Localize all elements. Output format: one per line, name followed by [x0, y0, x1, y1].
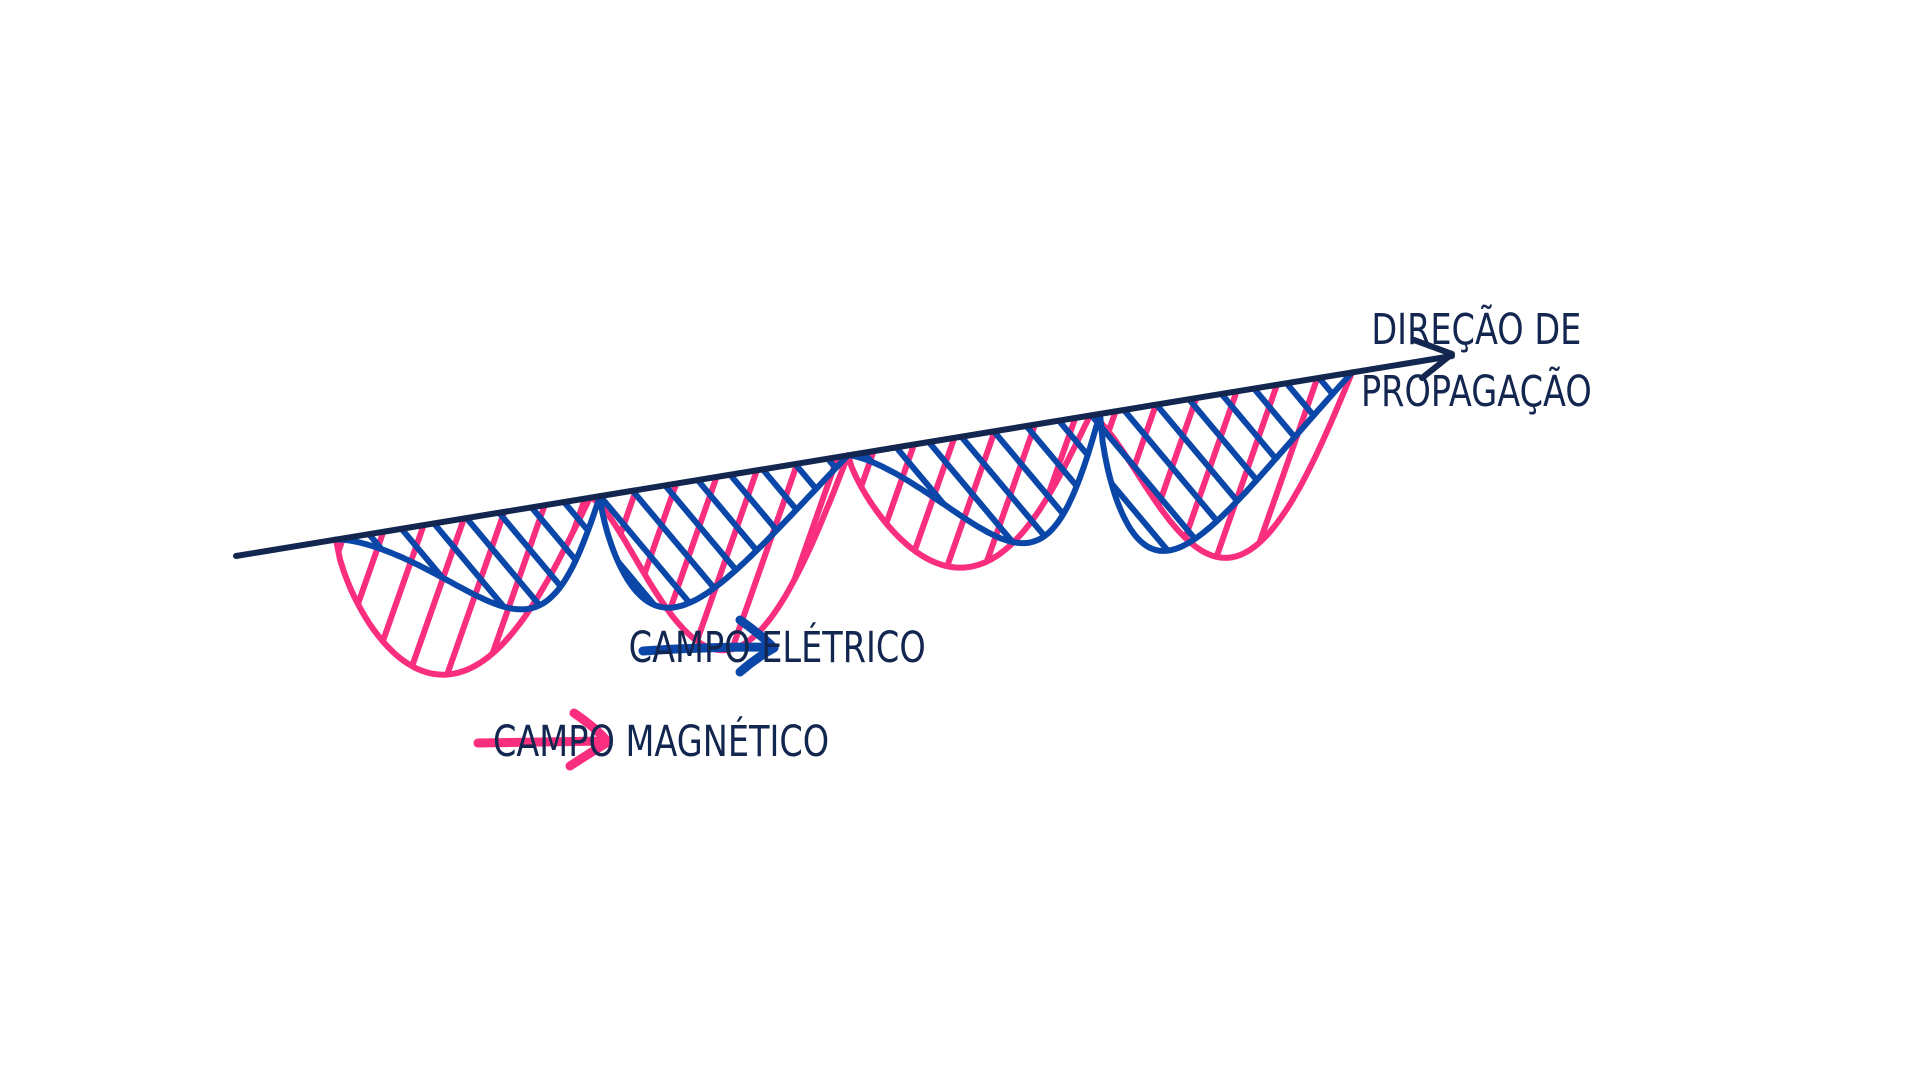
- hatch-line: [848, 372, 1352, 551]
- hatch-line: [336, 496, 534, 610]
- hatch-line: [590, 455, 807, 651]
- hatch-line: [600, 455, 848, 608]
- hatch-line: [600, 455, 848, 608]
- hatch-line: [848, 372, 1069, 568]
- hatch-line: [336, 497, 493, 675]
- hatch-line: [240, 120, 500, 860]
- hatch-line: [336, 497, 379, 675]
- hatch-line: [336, 496, 423, 610]
- hatch-line: [1221, 372, 1352, 568]
- hatch-line: [845, 455, 848, 651]
- hatch-line: [955, 372, 1221, 568]
- hatch-line: [848, 372, 1319, 551]
- legend-electric-field: CAMPO ELÉTRICO: [629, 615, 926, 677]
- hatch-line: [1063, 372, 1352, 551]
- electric-field-wave: [333, 120, 1920, 860]
- hatch-line: [600, 455, 848, 608]
- hatch-line: [848, 372, 1107, 568]
- hatch-line: [848, 372, 1245, 551]
- hatch-line: [1335, 372, 1352, 568]
- propagation-arrowhead: [1411, 337, 1455, 381]
- hatch-line: [336, 496, 497, 610]
- hatch-line: [1069, 372, 1335, 568]
- hatch-line: [40, 120, 300, 860]
- hatch-line: [1100, 372, 1352, 551]
- hatch-line: [848, 372, 1352, 551]
- electric-field-outline: [333, 369, 1355, 613]
- magnetic-field-label: CAMPO MAGNÉTICO: [493, 715, 829, 767]
- hatch-line: [807, 455, 848, 651]
- hatch-line: [993, 372, 1259, 568]
- propagation-label-line-2: PROPAGAÇÃO: [1361, 365, 1592, 417]
- hatch-line: [1322, 372, 1352, 551]
- hatch-line: [336, 496, 460, 610]
- electric-field-legend-arrow: [638, 615, 779, 677]
- hatch-line: [1137, 372, 1352, 551]
- hatch-line: [1297, 372, 1352, 568]
- magnetic-field-wave: [40, 120, 1636, 860]
- hatch-line: [1248, 372, 1352, 551]
- hatch-line: [878, 372, 1352, 551]
- propagation-label-line-1: DIREÇÃO DE: [1371, 303, 1581, 355]
- hatch-line: [1026, 372, 1352, 551]
- electric-field-label: CAMPO ELÉTRICO: [629, 621, 926, 673]
- hatch-line: [590, 455, 845, 651]
- hatch-line: [336, 496, 571, 610]
- magnetic-field-outline: [333, 369, 1355, 678]
- hatch-line: [1399, 120, 1920, 860]
- hatch-line: [915, 372, 1352, 551]
- hatch-line: [655, 455, 848, 651]
- hatch-line: [799, 120, 1419, 860]
- hatch-line: [848, 372, 1031, 568]
- hatch-line: [336, 497, 531, 675]
- legend-magnetic-field: CAMPO MAGNÉTICO: [473, 708, 829, 771]
- hatch-line: [1174, 372, 1352, 551]
- hatch-line: [600, 455, 848, 608]
- hatch-line: [1031, 372, 1297, 568]
- hatch-line: [1145, 372, 1352, 568]
- hatch-line: [1376, 120, 1636, 860]
- hatch-line: [1362, 120, 1920, 860]
- hatch-line: [848, 372, 1352, 551]
- hatch-line: [336, 497, 455, 675]
- hatch-line: [848, 372, 1282, 551]
- hatch-line: [336, 497, 417, 675]
- hatch-line: [1211, 372, 1352, 551]
- hatch-line: [693, 455, 848, 651]
- propagation-direction-label: DIREÇÃO DE PROPAGAÇÃO: [1361, 303, 1592, 417]
- hatch-line: [879, 372, 1145, 568]
- magnetic-field-legend-arrow: [473, 708, 613, 771]
- hatch-line: [1107, 372, 1352, 568]
- hatch-line: [1436, 120, 1920, 860]
- propagation-axis-line: [233, 353, 1455, 559]
- hatch-line: [336, 497, 341, 675]
- hatch-line: [1285, 372, 1352, 551]
- propagation-axis: [233, 337, 1455, 559]
- hatch-line: [1473, 120, 1920, 860]
- hatch-line: [989, 372, 1352, 551]
- hatch-line: [617, 455, 848, 651]
